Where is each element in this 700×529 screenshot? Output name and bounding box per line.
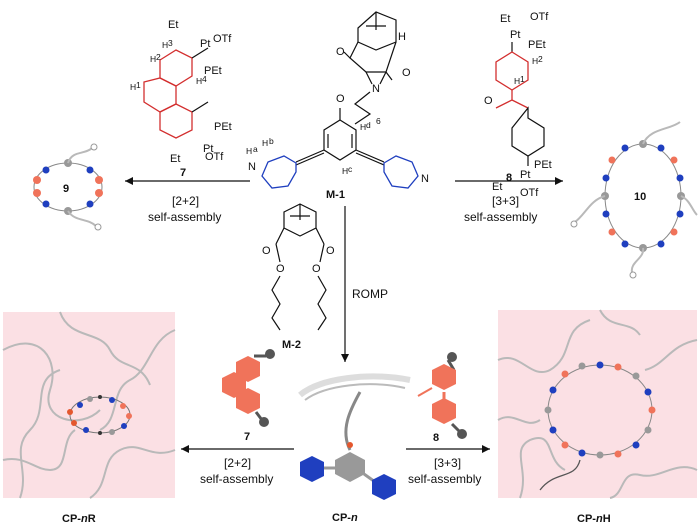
svg-text:O: O: [262, 245, 271, 257]
svg-text:O: O: [484, 95, 493, 107]
arrow-cpn-to-cpnh: [406, 445, 490, 453]
svg-text:Et: Et: [492, 181, 502, 193]
svg-text:O: O: [312, 263, 321, 275]
m2-structure: O O O O: [262, 203, 335, 331]
svg-text:c: c: [348, 164, 353, 174]
compound-7-label-bottom: 7: [244, 431, 250, 443]
svg-text:Et: Et: [168, 19, 178, 31]
step-left-bottom-text: self-assembly: [200, 472, 273, 486]
svg-text:a: a: [253, 144, 258, 154]
svg-text:H: H: [130, 82, 136, 92]
svg-text:H: H: [150, 54, 156, 64]
cp-nh-panel: [497, 309, 698, 499]
svg-text:OTf: OTf: [530, 11, 549, 23]
step-right-bottom-text: self-assembly: [408, 472, 481, 486]
svg-text:Pt: Pt: [520, 169, 530, 181]
svg-text:6: 6: [376, 116, 381, 126]
svg-text:O: O: [402, 67, 411, 79]
svg-text:OTf: OTf: [205, 151, 224, 163]
step-left-bottom-ratio: [2+2]: [224, 456, 251, 470]
svg-text:PEt: PEt: [534, 159, 552, 171]
svg-text:H: H: [196, 76, 202, 86]
svg-text:Et: Et: [170, 153, 180, 165]
compound-8-structure: Et Pt OTf PEt O Pt PEt Et OTf H 2 H 1: [484, 11, 552, 199]
svg-text:b: b: [269, 136, 274, 146]
svg-text:H: H: [262, 138, 268, 148]
svg-text:N: N: [372, 83, 380, 95]
svg-text:2: 2: [156, 52, 161, 62]
svg-text:Pt: Pt: [510, 29, 520, 41]
svg-text:OTf: OTf: [213, 33, 232, 45]
svg-text:1: 1: [136, 80, 141, 90]
svg-text:d: d: [366, 120, 371, 130]
svg-text:Pt: Pt: [200, 38, 210, 50]
step-right-top-ratio: [3+3]: [492, 194, 519, 208]
cp-nh-ring: [544, 361, 656, 459]
svg-text:4: 4: [202, 74, 207, 84]
arrow-m1-to-10: [455, 177, 563, 185]
step-left-top-text: self-assembly: [148, 210, 221, 224]
step-right-top-text: self-assembly: [464, 210, 537, 224]
compound-7-schematic: [222, 349, 275, 427]
svg-text:2: 2: [538, 54, 543, 64]
svg-text:N: N: [421, 173, 429, 185]
compound-10-label: 10: [634, 191, 646, 203]
svg-text:OTf: OTf: [520, 187, 539, 199]
svg-text:H: H: [162, 40, 168, 50]
cp-n-label: CP-n: [332, 512, 358, 524]
m1-label: M-1: [326, 189, 345, 201]
svg-text:H: H: [532, 56, 538, 66]
svg-text:Pt: Pt: [203, 143, 213, 155]
svg-text:H: H: [342, 166, 348, 176]
compound-10-ring: 10: [570, 121, 698, 279]
svg-text:H: H: [398, 31, 406, 43]
cp-nr-ring: [67, 395, 132, 435]
compound-9-label: 9: [63, 183, 69, 195]
compound-7-structure: Pt Pt Et OTf PEt PEt OTf Et H 2 H 3 H 4 …: [130, 19, 232, 165]
svg-text:1: 1: [520, 74, 525, 84]
svg-text:PEt: PEt: [214, 121, 232, 133]
m1-structure: O N H O 6 O H d H c N N H a H b: [246, 11, 429, 189]
arrow-m1-to-9: [125, 177, 250, 185]
arrow-cpn-to-cpnr: [181, 445, 294, 453]
m2-label: M-2: [282, 339, 301, 351]
step-right-bottom-ratio: [3+3]: [434, 456, 461, 470]
svg-text:O: O: [336, 46, 345, 58]
svg-text:3: 3: [168, 38, 173, 48]
compound-8-label-bottom: 8: [433, 432, 439, 444]
svg-text:O: O: [326, 245, 335, 257]
svg-text:H: H: [246, 146, 252, 156]
step-romp: ROMP: [352, 287, 388, 301]
cp-n-schematic: [298, 373, 411, 500]
step-left-top-ratio: [2+2]: [172, 194, 199, 208]
arrow-romp: [341, 206, 349, 362]
cp-nh-label: CP-nH: [577, 513, 611, 525]
svg-text:N: N: [248, 161, 256, 173]
cp-nr-panel: [2, 311, 176, 499]
svg-text:O: O: [276, 263, 285, 275]
svg-text:O: O: [336, 93, 345, 105]
svg-text:PEt: PEt: [204, 65, 222, 77]
svg-text:Et: Et: [500, 13, 510, 25]
cp-nr-label: CP-nR: [62, 513, 96, 525]
compound-9-ring: 9: [33, 143, 103, 231]
compound-8-schematic: [417, 352, 467, 439]
compound-7-label-top: 7: [180, 167, 186, 179]
compound-8-label-top: 8: [506, 172, 512, 184]
svg-text:H: H: [514, 76, 520, 86]
svg-text:PEt: PEt: [528, 39, 546, 51]
svg-text:H: H: [360, 122, 366, 132]
